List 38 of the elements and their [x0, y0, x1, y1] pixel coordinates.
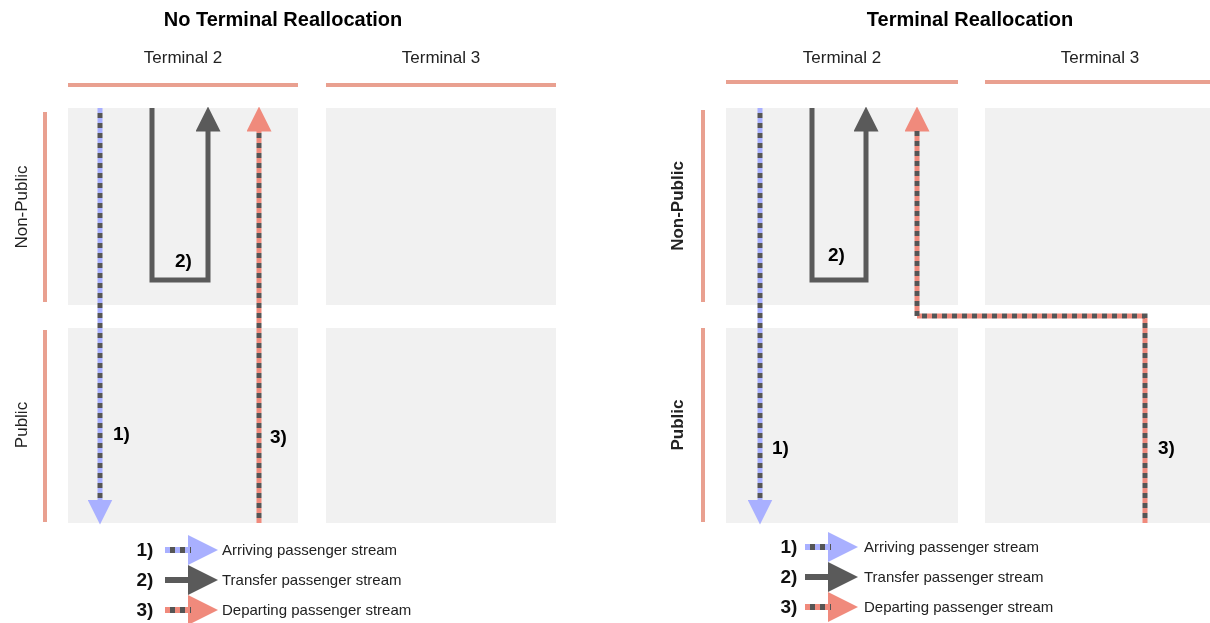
row-header: Public [668, 399, 688, 451]
arrow [747, 108, 773, 525]
zone-cell [726, 108, 958, 305]
arrow [87, 108, 113, 525]
panel-title: No Terminal Reallocation [163, 8, 403, 31]
edge-label: 1) [772, 437, 789, 459]
legend-text: Transfer passenger stream [222, 571, 402, 588]
edge-label: 2) [175, 250, 192, 272]
column-header: Terminal 3 [1060, 48, 1140, 68]
legend-number: 1) [780, 536, 798, 558]
legend-text: Transfer passenger stream [864, 568, 1044, 585]
edge-label: 3) [1158, 437, 1175, 459]
row-header: Public [12, 401, 32, 449]
arrow [809, 106, 879, 283]
edge-label: 1) [113, 423, 130, 445]
legend-text: Arriving passenger stream [222, 541, 398, 558]
legend-number: 3) [780, 596, 798, 618]
arrow [149, 106, 221, 283]
arrow [904, 106, 1148, 523]
row-header: Non-Public [12, 165, 32, 249]
edge-label: 3) [270, 426, 287, 448]
legend-text: Departing passenger stream [864, 598, 1054, 615]
legend-number: 1) [136, 539, 154, 561]
column-header: Terminal 2 [143, 48, 223, 68]
legend-number: 2) [780, 566, 798, 588]
edge-label: 2) [828, 244, 845, 266]
legend-text: Arriving passenger stream [864, 538, 1040, 555]
legend-text: Departing passenger stream [222, 601, 412, 618]
zone-cell [726, 328, 958, 523]
zone-cell [985, 328, 1210, 523]
panel-title: Terminal Reallocation [866, 8, 1074, 31]
zone-cell [68, 328, 298, 523]
arrow [246, 106, 272, 523]
legend-number: 2) [136, 569, 154, 591]
column-header: Terminal 3 [401, 48, 481, 68]
row-header: Non-Public [668, 161, 688, 251]
column-header: Terminal 2 [802, 48, 882, 68]
legend-number: 3) [136, 599, 154, 621]
